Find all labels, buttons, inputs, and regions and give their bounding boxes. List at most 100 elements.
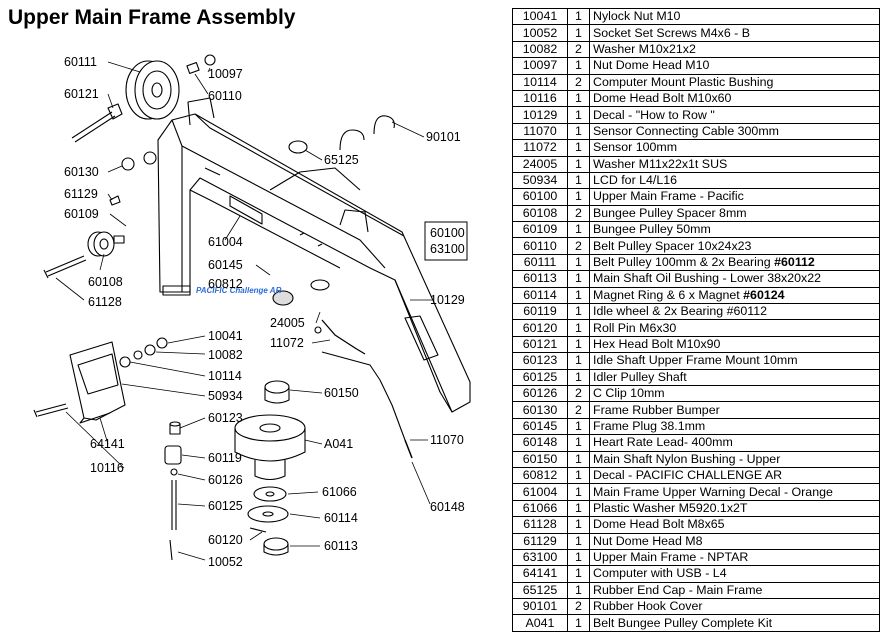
part-number-cell: 65125 [512,581,568,600]
part-number-cell: 60125 [512,368,568,386]
description-bold-ref: #60112 [774,255,815,270]
callout-61066: 61066 [322,485,357,499]
quantity-cell: 1 [567,188,590,206]
part-number-cell: A041 [512,614,568,632]
belt-pulley [125,54,216,120]
callout-10129: 10129 [430,293,465,307]
description-text: Bungee Pulley Spacer 8mm [593,205,747,220]
description-text: Nut Dome Head M8 [593,533,703,548]
description-text: Nylock Nut M10 [593,9,681,24]
callout-60150: 60150 [324,386,359,400]
quantity-cell: 1 [567,7,590,26]
description-cell: Nut Dome Head M8 [589,532,880,550]
description-cell: Hex Head Bolt M10x90 [589,335,880,354]
part-number-cell: 61128 [512,516,568,534]
description-cell: Washer M11x22x1t SUS [589,155,880,173]
part-number-cell: 11072 [512,139,568,157]
description-text: Nut Dome Head M10 [593,58,710,73]
description-text: Dome Head Bolt M10x60 [593,91,732,106]
description-cell: Bungee Pulley Spacer 8mm [589,204,880,223]
part-number-cell: 64141 [512,565,568,583]
description-text: Washer M10x21x2 [593,41,696,56]
description-text: Idle Shaft Upper Frame Mount 10mm [593,353,798,368]
quantity-cell: 1 [567,565,590,583]
part-number-cell: 60111 [512,253,568,272]
callout-60114: 60114 [324,511,358,525]
part-number-cell: 60114 [512,286,568,305]
part-number-cell: 60123 [512,352,568,370]
part-number-cell: 60126 [512,384,568,403]
quantity-cell: 1 [567,499,590,518]
quantity-cell: 1 [567,270,590,288]
description-cell: Washer M10x21x2 [589,40,880,59]
quantity-cell: 1 [567,155,590,173]
quantity-cell: 1 [567,466,590,485]
description-text: Frame Rubber Bumper [593,402,720,417]
description-cell: Main Shaft Nylon Bushing - Upper [589,450,880,468]
description-text: Magnet Ring & 6 x Magnet [593,287,744,302]
callout-60123: 60123 [208,411,243,425]
description-text: Frame Plug 38.1mm [593,418,706,433]
quantity-cell: 1 [567,221,590,239]
quantity-cell: 1 [567,352,590,370]
exploded-diagram: 60100 63100 PACIFIC Challenge AR 60111 1… [33,54,471,569]
callout-65125: 65125 [324,153,359,167]
description-cell: Dome Head Bolt M10x60 [589,89,880,108]
part-number-cell: 10082 [512,40,568,59]
quantity-cell: 1 [567,548,590,567]
description-text: Washer M11x22x1t SUS [593,156,728,171]
description-bold-ref: #60124 [743,287,785,302]
description-cell: Sensor 100mm [589,139,880,157]
description-cell: Belt Pulley 100mm & 2x Bearing #60112 [589,253,880,272]
frame-plug [272,290,294,306]
quantity-cell: 1 [567,417,590,436]
description-cell: Bungee Pulley 50mm [589,221,880,239]
callout-10052: 10052 [208,555,243,569]
description-text: Computer with USB - L4 [593,566,727,581]
callout-60125: 60125 [208,499,243,513]
callout-60113: 60113 [324,539,358,553]
description-text: Upper Main Frame - Pacific [593,189,744,204]
part-number-cell: 60148 [512,434,568,452]
callout-60111: 60111 [64,55,97,69]
quantity-cell: 1 [567,434,590,452]
description-cell: Belt Pulley Spacer 10x24x23 [589,237,880,255]
part-number-cell: 60108 [512,204,568,223]
description-cell: Nylock Nut M10 [589,7,880,26]
quantity-cell: 1 [567,57,590,75]
description-text: Socket Set Screws M4x6 - B [593,25,751,40]
quantity-cell: 1 [567,171,590,190]
description-cell: Socket Set Screws M4x6 - B [589,24,880,42]
quantity-cell: 1 [567,24,590,42]
brand-decal-text: PACIFIC Challenge AR [196,286,282,295]
part-number-cell: 60100 [512,188,568,206]
quantity-cell: 2 [567,384,590,403]
part-number-cell: 90101 [512,598,568,616]
part-number-cell: 61129 [512,532,568,550]
description-text: Decal - PACIFIC CHALLENGE AR [593,468,783,483]
description-cell: Upper Main Frame - Pacific [589,188,880,206]
quantity-cell: 2 [567,401,590,419]
quantity-cell: 1 [567,581,590,600]
description-text: LCD for L4/L16 [593,173,678,188]
